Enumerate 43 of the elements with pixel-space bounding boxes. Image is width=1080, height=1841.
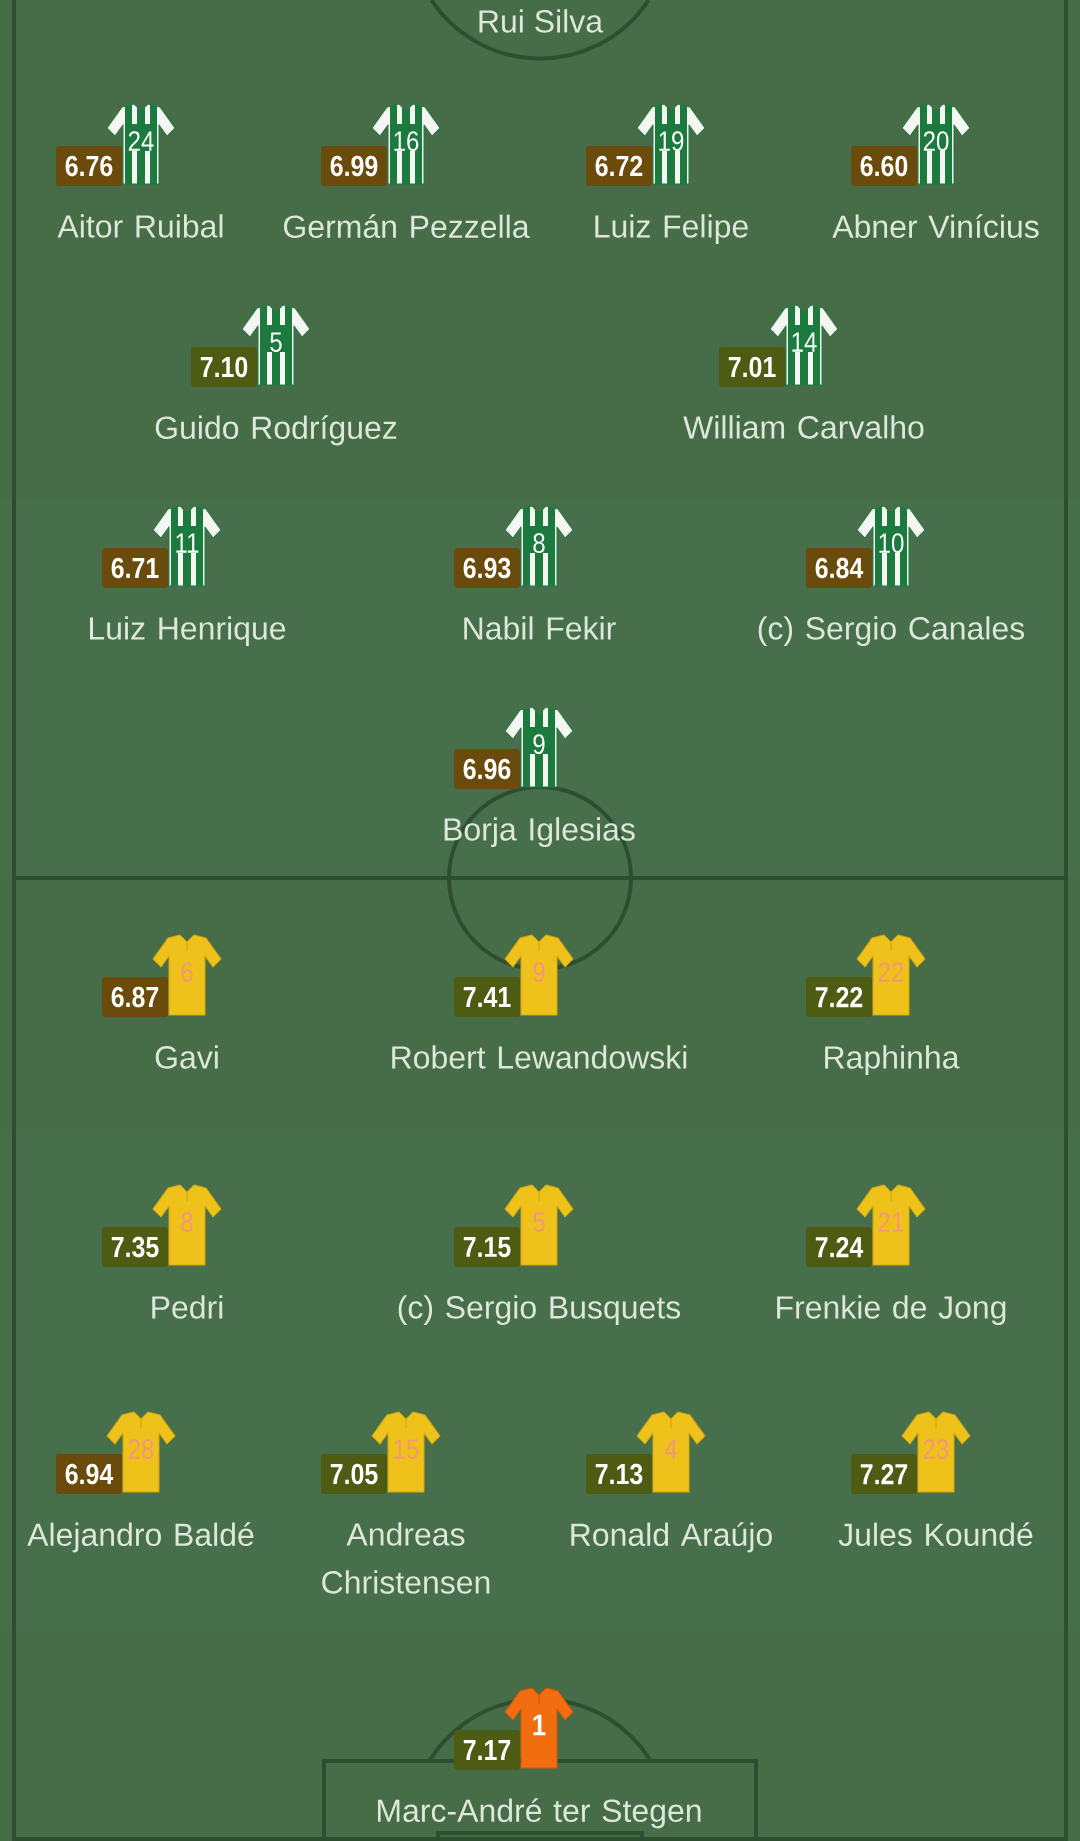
player-name: Jules Koundé [838,1522,1033,1547]
rating-badge: 7.35 [102,1227,168,1267]
rating-badge: 7.27 [851,1454,917,1494]
rating-badge: 7.05 [321,1454,387,1494]
player-name: Nabil Fekir [464,616,616,640]
player-name: Pedri [152,1295,223,1319]
rating-badge: 6.94 [56,1454,122,1494]
rating-badge: 7.41 [454,977,520,1017]
rating-badge: 7.10 [191,347,257,387]
rating-badge: 7.22 [806,977,872,1017]
player-name: Borja Iglesias [444,817,635,848]
rating-badge: 7.15 [454,1227,520,1267]
player-name: Raphinha [825,1045,960,1076]
rating-badge: 6.76 [56,146,122,186]
player-name: (c) Sergio Busquets [398,1295,681,1326]
rating-badge: 6.99 [321,146,387,186]
player-name: Robert Lewandowski [392,1045,687,1069]
player-name: Germán Pezzella [284,214,530,239]
rating-badge: 7.01 [719,347,785,387]
player-name: Andreas Christensen [322,1522,490,1594]
player-name: (c) Sergio Canales [758,616,1025,647]
rating-badge: 6.84 [806,548,872,588]
player-name: Gavi [155,1045,218,1069]
player-name: Frenkie de Jong [777,1295,1006,1326]
rating-badge: 6.96 [454,749,520,789]
player-name: Alejandro Baldé [27,1522,254,1553]
player-name: Rui Silva [479,9,604,33]
rating-badge: 6.93 [454,548,520,588]
player-name: Marc-André ter Stegen [378,1798,701,1829]
player-name: Ronald Araújo [571,1522,772,1553]
rating-badge: 6.60 [851,146,917,186]
rating-badge: 6.72 [586,146,652,186]
player-name: Luiz Felipe [595,214,748,245]
rating-badge: 7.13 [586,1454,652,1494]
rating-badge: 7.17 [454,1730,520,1770]
player-name: Aitor Ruibal [57,214,223,238]
player-name: Abner Vinícius [832,214,1039,239]
player-name: Luiz Henrique [90,616,286,647]
rating-badge: 6.87 [102,977,168,1017]
rating-badge: 6.71 [102,548,168,588]
player-name: William Carvalho [683,415,924,439]
player-name: Guido Rodríguez [155,415,397,446]
rating-badge: 7.24 [806,1227,872,1267]
